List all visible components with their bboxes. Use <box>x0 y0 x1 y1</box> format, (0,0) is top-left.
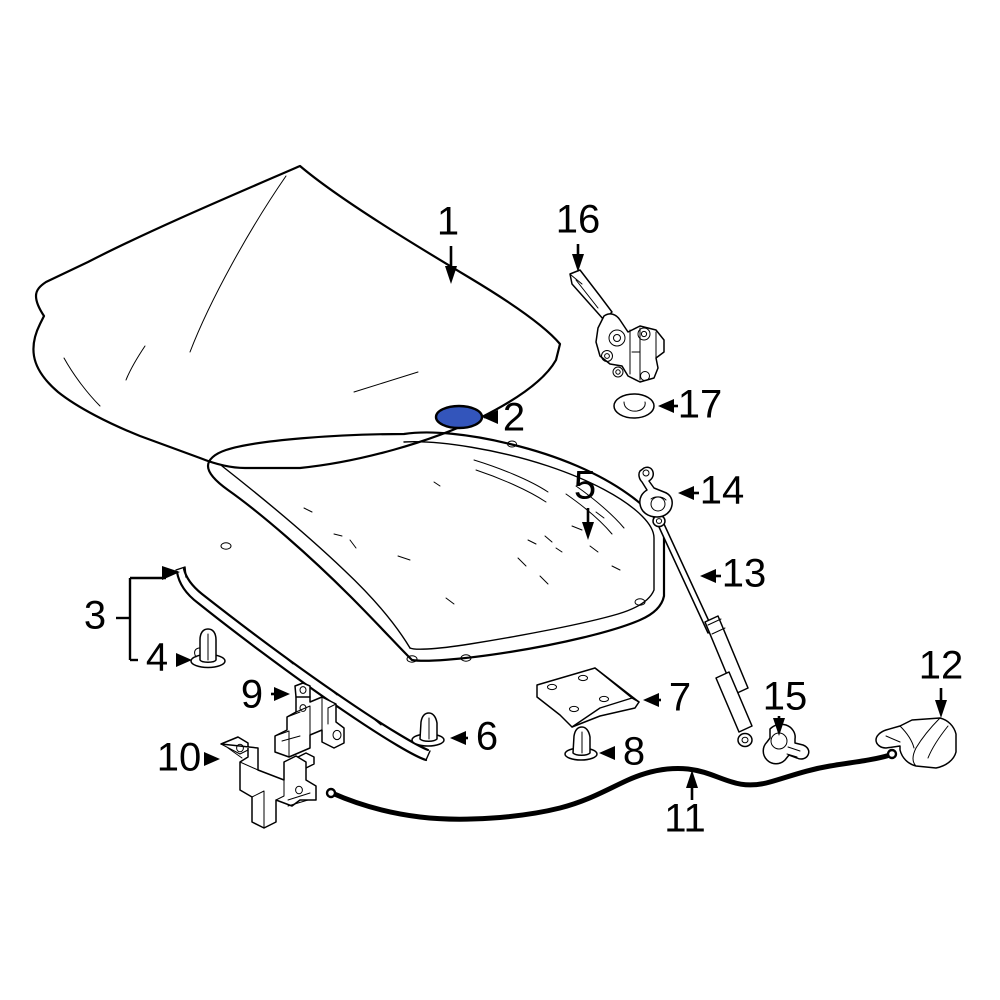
callout-number-6[interactable]: 6 <box>476 715 498 759</box>
callout-leader-12 <box>935 688 947 718</box>
part-silencer-push-clip <box>564 726 598 761</box>
callout-leader-2 <box>482 410 498 424</box>
part-hood-panel <box>32 164 562 470</box>
part-seal-retainer-clip <box>190 628 226 669</box>
part-hinge-washer-grommet <box>613 393 655 419</box>
part-hood-release-handle <box>875 717 957 769</box>
callout-number-10[interactable]: 10 <box>157 736 202 780</box>
callout-number-17[interactable]: 17 <box>678 383 723 427</box>
callout-leader-7 <box>643 693 661 707</box>
callout-number-13[interactable]: 13 <box>722 552 767 596</box>
part-hood-silencer-pad <box>536 667 640 728</box>
part-hood-weatherstrip-seal <box>175 566 431 762</box>
callout-leader-14 <box>678 486 699 500</box>
callout-number-3[interactable]: 3 <box>84 594 106 638</box>
part-hood-lift-support-strut <box>652 514 753 748</box>
part-strut-ball-stud-upper <box>638 466 673 518</box>
callout-number-7[interactable]: 7 <box>669 676 691 720</box>
callout-leader-6 <box>450 731 468 745</box>
part-hood-release-cable <box>325 748 898 822</box>
callout-leader-13 <box>700 569 721 583</box>
callout-leader-3 <box>116 566 180 662</box>
callout-number-16[interactable]: 16 <box>556 198 601 242</box>
part-hood-latch-bracket <box>220 736 317 829</box>
part-hood-insulator-pad <box>206 431 666 663</box>
part-hood-hinge-assembly <box>569 269 665 383</box>
callout-leader-1 <box>445 246 457 284</box>
cable-end-fitting-right <box>886 748 898 760</box>
part-hood-emblem-highlighted[interactable] <box>434 404 484 430</box>
cable-end-fitting-left <box>325 787 337 799</box>
callout-number-15[interactable]: 15 <box>763 675 808 719</box>
callout-leader-15 <box>773 716 785 736</box>
callout-number-4[interactable]: 4 <box>146 636 168 680</box>
callout-number-8[interactable]: 8 <box>623 730 645 774</box>
callout-leader-17 <box>658 399 678 413</box>
callout-number-1[interactable]: 1 <box>437 200 459 244</box>
callout-number-9[interactable]: 9 <box>241 673 263 717</box>
callout-leader-8 <box>599 746 615 760</box>
part-hood-latch-lock <box>274 682 345 769</box>
callout-number-12[interactable]: 12 <box>919 644 964 688</box>
part-strut-ball-stud-lower <box>762 723 810 765</box>
highlighted-emblem-shape[interactable] <box>434 404 484 430</box>
callout-number-5[interactable]: 5 <box>574 464 596 508</box>
callout-leader-10 <box>204 752 220 766</box>
callout-number-14[interactable]: 14 <box>700 469 745 513</box>
callout-leader-16 <box>572 244 584 272</box>
callout-leader-9 <box>271 687 290 701</box>
callout-leader-11 <box>686 770 698 800</box>
part-insulator-push-clip <box>411 712 445 747</box>
callout-number-11[interactable]: 11 <box>664 797 706 841</box>
callout-leader-5 <box>582 508 594 540</box>
callout-leader-4 <box>176 653 192 667</box>
callout-number-2[interactable]: 2 <box>503 396 525 440</box>
